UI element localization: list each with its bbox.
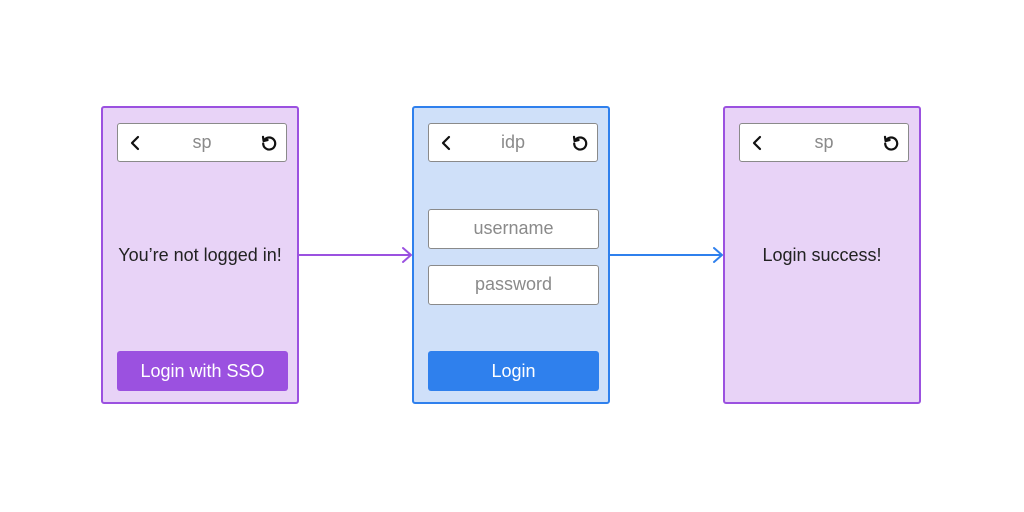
browser-address-bar[interactable]: sp xyxy=(117,123,287,162)
login-button[interactable]: Login xyxy=(428,351,599,391)
chevron-left-icon[interactable] xyxy=(749,134,767,152)
sp-screen-login-success: sp Login success! xyxy=(723,106,921,404)
address-url: sp xyxy=(814,132,834,152)
address-url: idp xyxy=(500,132,526,152)
login-with-sso-button[interactable]: Login with SSO xyxy=(117,351,288,391)
reload-icon[interactable] xyxy=(882,134,900,152)
sp-screen-not-logged-in: sp You’re not logged in! Login with SSO xyxy=(101,106,299,404)
address-url: sp xyxy=(192,132,212,152)
browser-address-bar[interactable]: sp xyxy=(739,123,909,162)
chevron-left-icon[interactable] xyxy=(127,134,145,152)
chevron-left-icon[interactable] xyxy=(438,134,456,152)
flow-arrow-sp-to-idp xyxy=(299,247,412,263)
login-success-message: Login success! xyxy=(762,245,882,265)
reload-icon[interactable] xyxy=(260,134,278,152)
not-logged-in-message: You’re not logged in! xyxy=(118,245,282,265)
username-field[interactable]: username xyxy=(428,209,599,249)
flow-arrow-idp-to-sp xyxy=(610,247,723,263)
reload-icon[interactable] xyxy=(571,134,589,152)
idp-login-screen: idp username password Login xyxy=(412,106,610,404)
password-field[interactable]: password xyxy=(428,265,599,305)
browser-address-bar[interactable]: idp xyxy=(428,123,598,162)
